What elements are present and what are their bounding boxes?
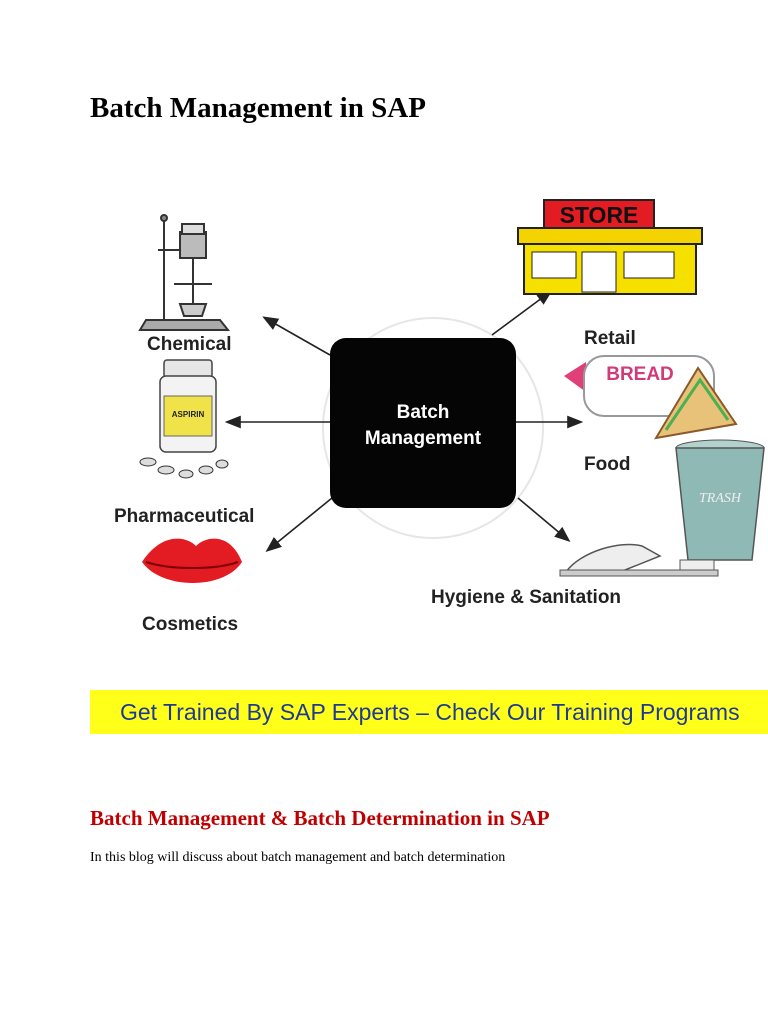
bread-sandwich-icon: BREAD <box>564 355 738 440</box>
label-food: Food <box>584 454 630 475</box>
label-pharmaceutical: Pharmaceutical <box>114 506 254 527</box>
trash-label: TRASH <box>699 491 742 506</box>
arrow-to-retail <box>491 290 553 336</box>
center-box <box>330 338 516 508</box>
trash-can-icon: TRASH <box>675 439 765 561</box>
store-icon: STORE <box>517 199 703 295</box>
arrow-to-chemical <box>262 316 331 356</box>
arrow-to-cosmetics <box>265 497 333 553</box>
intro-paragraph: In this blog will discuss about batch ma… <box>90 850 506 865</box>
toothbrush-icon <box>559 543 719 577</box>
section-heading: Batch Management & Batch Determination i… <box>90 806 550 830</box>
lips-icon <box>142 538 242 583</box>
chemical-stand-icon <box>138 214 231 331</box>
store-sign: STORE <box>560 202 639 228</box>
label-cosmetics: Cosmetics <box>142 614 238 635</box>
batch-management-diagram: Batch Management Chemical ASPIRIN <box>100 180 768 640</box>
label-chemical: Chemical <box>147 334 231 355</box>
center-label-line2: Management <box>365 428 482 449</box>
aspirin-label: ASPIRIN <box>172 410 205 419</box>
training-banner-text[interactable]: Get Trained By SAP Experts – Check Our T… <box>120 698 740 725</box>
arrow-to-hygiene <box>517 497 571 543</box>
bread-label: BREAD <box>606 364 674 385</box>
center-label-line1: Batch <box>397 402 450 423</box>
training-banner[interactable]: Get Trained By SAP Experts – Check Our T… <box>90 690 768 734</box>
aspirin-bottle-icon: ASPIRIN <box>139 359 229 479</box>
label-retail: Retail <box>584 328 636 349</box>
page-title: Batch Management in SAP <box>90 92 426 124</box>
label-hygiene: Hygiene & Sanitation <box>431 587 621 608</box>
